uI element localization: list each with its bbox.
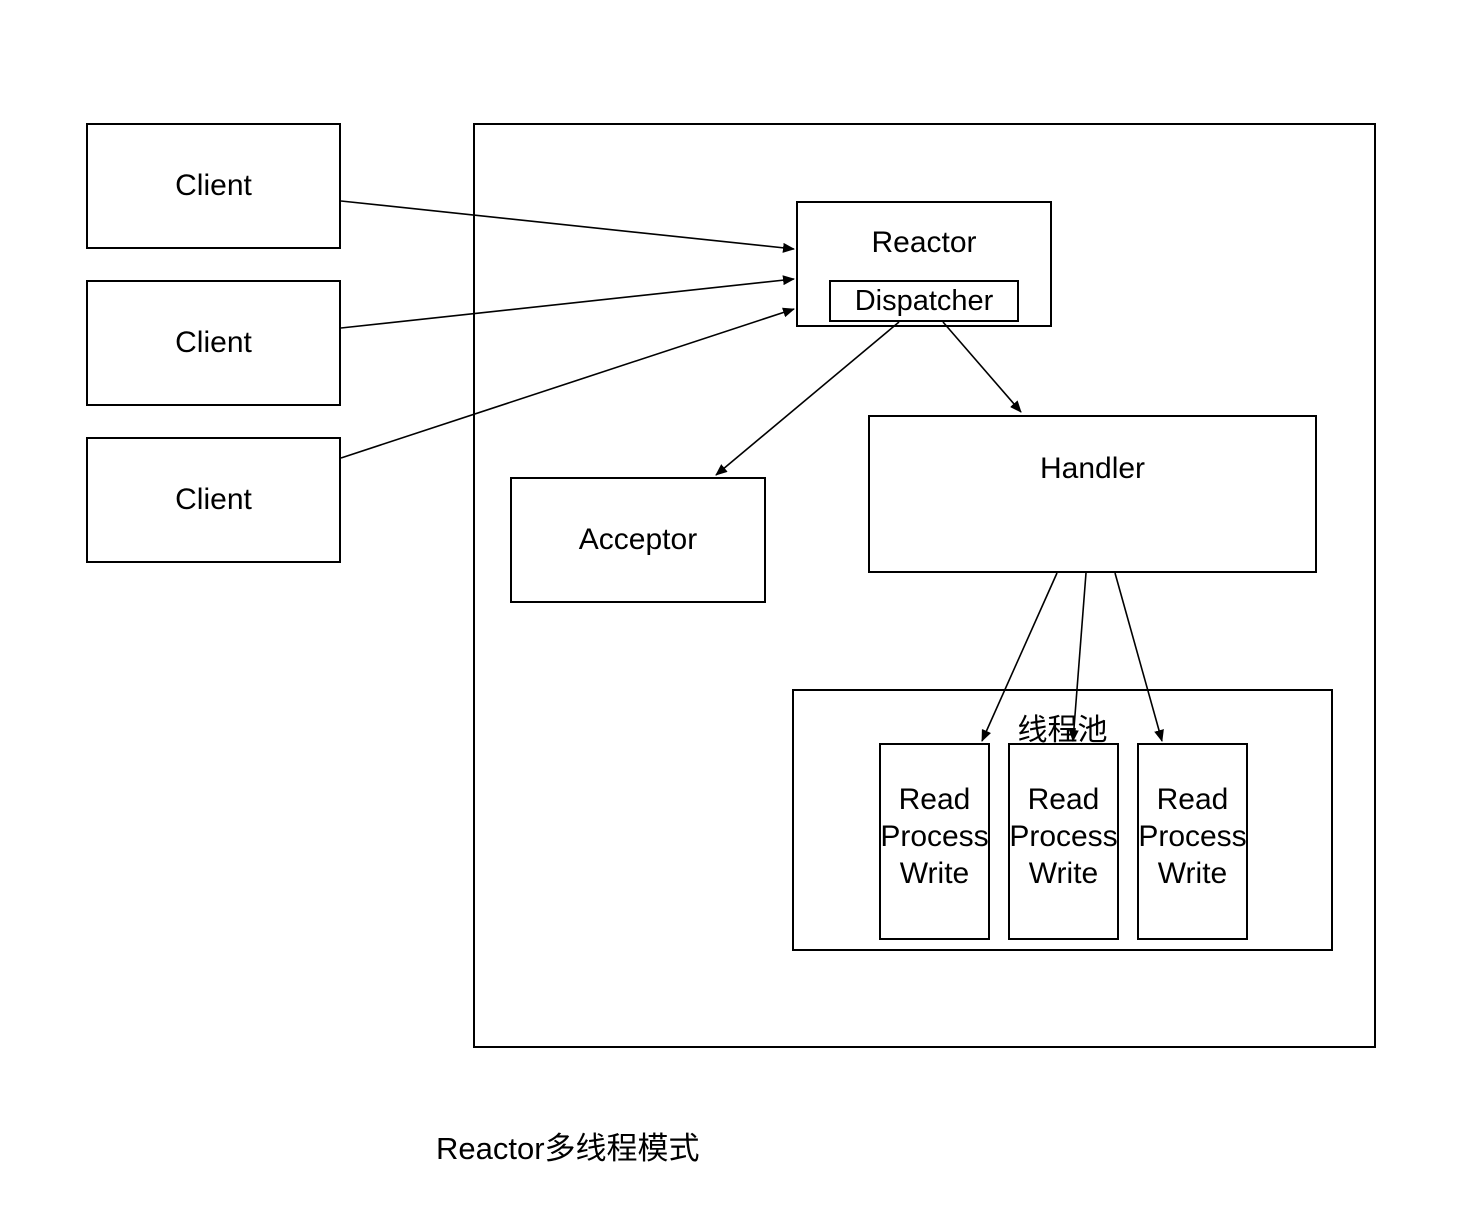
worker-write-label: Write (1028, 857, 1099, 890)
dispatcher-label: Dispatcher (854, 284, 994, 317)
client-box-1: Client (86, 123, 341, 249)
worker-box-1: Read Process Write (879, 743, 990, 940)
worker-box-3: Read Process Write (1137, 743, 1248, 940)
acceptor-box: Acceptor (510, 477, 766, 603)
worker-task-list: Read Process Write (871, 781, 998, 892)
diagram-caption: Reactor多线程模式 (436, 1131, 700, 1166)
worker-task-list: Read Process Write (1000, 781, 1127, 892)
reactor-label: Reactor (871, 226, 977, 259)
handler-label: Handler (1039, 452, 1146, 485)
dispatcher-box: Dispatcher (829, 280, 1019, 322)
thread-pool-box: 线程池 (792, 689, 1333, 951)
worker-read-label: Read (898, 783, 971, 816)
handler-box: Handler (868, 415, 1317, 573)
worker-process-label: Process (1009, 820, 1118, 853)
client-label: Client (175, 169, 252, 202)
server-container (473, 123, 1376, 1048)
client-label: Client (175, 326, 252, 359)
worker-read-label: Read (1027, 783, 1100, 816)
reactor-box: Reactor (796, 201, 1052, 327)
client-label: Client (175, 483, 252, 516)
client-box-2: Client (86, 280, 341, 406)
worker-process-label: Process (1138, 820, 1247, 853)
client-box-3: Client (86, 437, 341, 563)
worker-box-2: Read Process Write (1008, 743, 1119, 940)
worker-write-label: Write (899, 857, 970, 890)
worker-task-list: Read Process Write (1129, 781, 1256, 892)
worker-write-label: Write (1157, 857, 1228, 890)
worker-process-label: Process (880, 820, 989, 853)
worker-read-label: Read (1156, 783, 1229, 816)
acceptor-label: Acceptor (578, 523, 698, 556)
